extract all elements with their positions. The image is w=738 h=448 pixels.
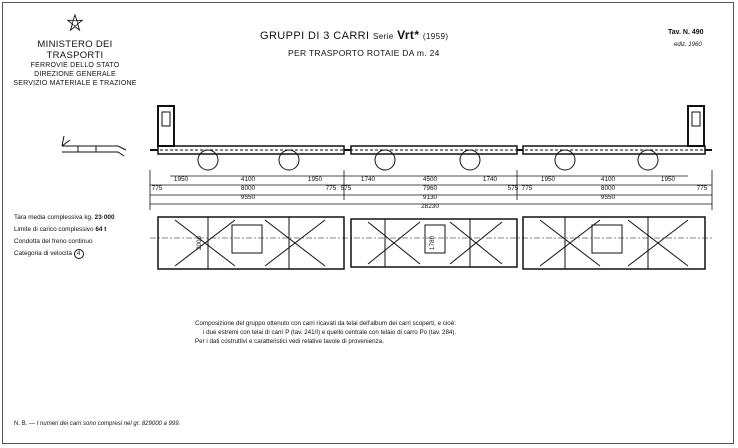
dim-frame-2: 7960 <box>423 185 438 192</box>
ministry-block: MINISTERO DEI TRASPORTI FERROVIE DELLO S… <box>10 13 140 88</box>
dim-length-2: 9130 <box>423 194 438 201</box>
side-elevation <box>150 105 712 171</box>
spec-brake: Condotta del freno continuo <box>14 238 93 245</box>
dim-plan-width-2: 1780 <box>429 235 436 250</box>
dim-coupling-2b: 775 <box>522 185 533 192</box>
dim-car3-overhang-left: 1950 <box>541 176 556 183</box>
dim-frame-1: 8000 <box>241 185 256 192</box>
speed-category-badge: 4 <box>73 249 84 259</box>
title-main: GRUPPI DI 3 CARRI <box>260 30 370 42</box>
footer-text: I numeri dei carri sono compresi nel gr.… <box>36 421 181 427</box>
state-emblem-icon <box>66 13 84 32</box>
ministry-name: MINISTERO DEI TRASPORTI <box>37 39 113 61</box>
dim-plan-width-1: 2000 <box>196 235 203 250</box>
dim-buffer-right: 775 <box>697 185 708 192</box>
title-year: (1959) <box>422 32 449 41</box>
composition-note: Composizione del gruppo ottenuto con car… <box>195 319 456 346</box>
dim-car2-overhang-right: 1740 <box>483 176 498 183</box>
dim-coupling-1b: 575 <box>341 185 352 192</box>
plan-view <box>150 216 712 270</box>
note-line: Per i dati costruttivi e caratteristici … <box>195 338 384 345</box>
spec-load-limit: Limite di carico complessivo 64 t <box>14 226 107 233</box>
note-line: i due estremi con telai di carri P (tav.… <box>203 329 457 336</box>
specs-block: Tara media complessiva kg. 23·000 Limite… <box>14 212 115 260</box>
drawing-sheet <box>2 2 734 444</box>
footer-prefix: N. B. — <box>14 421 36 427</box>
dim-length-1: 9550 <box>241 194 256 201</box>
dim-car2-wheelbase: 4500 <box>423 176 438 183</box>
spec-tare: Tara media complessiva kg. 23·000 <box>14 214 115 221</box>
org-line: SERVIZIO MATERIALE E TRAZIONE <box>13 80 137 87</box>
dim-car1-wheelbase: 4100 <box>241 176 256 183</box>
dim-car3-overhang-right: 1950 <box>661 176 676 183</box>
drawing-title: GRUPPI DI 3 CARRI Serie Vrt* (1959) <box>260 28 448 42</box>
dim-car1-overhang-left: 1950 <box>174 176 189 183</box>
table-number: Tav. N. 490 <box>668 29 704 36</box>
dim-car3-wheelbase: 4100 <box>601 176 616 183</box>
drawing-subtitle: PER TRASPORTO ROTAIE DA m. 24 <box>288 48 440 58</box>
end-view-sketch <box>61 135 127 157</box>
dim-coupling-2a: 575 <box>508 185 519 192</box>
org-line: DIREZIONE GENERALE <box>34 71 116 78</box>
spec-speed-category: Categoria di velocità 4 <box>14 248 115 260</box>
dim-car1-overhang-right: 1950 <box>308 176 323 183</box>
title-code: Vrt* <box>397 28 420 42</box>
dim-frame-3: 8000 <box>601 185 616 192</box>
note-line: Composizione del gruppo ottenuto con car… <box>195 320 456 327</box>
edition: ediz. 1960 <box>674 42 702 48</box>
footer-note: N. B. — I numeri dei carri sono compresi… <box>14 421 180 427</box>
org-line: FERROVIE DELLO STATO <box>30 62 120 69</box>
dim-buffer-left: 775 <box>152 185 163 192</box>
dimension-lines <box>149 170 713 210</box>
title-serie-word: Serie <box>372 32 394 41</box>
dim-total-length: 28230 <box>421 203 439 210</box>
dim-coupling-1a: 775 <box>326 185 337 192</box>
dim-length-3: 9550 <box>601 194 616 201</box>
dim-car2-overhang-left: 1740 <box>361 176 376 183</box>
